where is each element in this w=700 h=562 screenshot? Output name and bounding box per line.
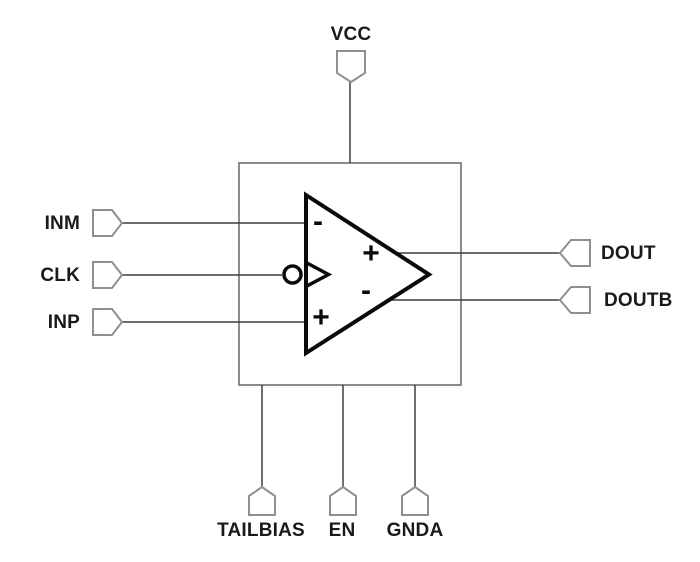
output-minus-marker: - [361,273,371,307]
opamp-triangle [304,191,433,357]
pin-label-doutb: DOUTB [604,290,673,311]
pin-label-tailbias: TAILBIAS [217,520,305,541]
pin-gnda-shape [401,485,429,516]
pin-terminals [92,50,591,516]
pin-en-shape [329,485,357,516]
pin-label-en: EN [328,520,356,541]
output-plus-marker: + [362,236,380,270]
pin-doutb-shape [558,286,591,314]
pin-dout-shape [558,239,591,267]
pin-tailbias-shape [248,485,276,516]
input-minus-marker: - [313,204,323,238]
pin-label-gnda: GNDA [386,520,444,541]
pin-label-dout: DOUT [601,243,656,264]
input-plus-marker: + [312,300,330,334]
pin-inm-shape [92,209,124,237]
inversion-bubble-icon [282,264,303,285]
clock-wedge-icon [305,260,333,289]
pin-inp-shape [92,308,124,336]
pin-label-clk: CLK [40,265,80,286]
pin-label-inm: INM [44,213,80,234]
pin-clk-shape [92,261,124,289]
pin-vcc-shape [336,50,366,84]
pin-label-vcc: VCC [330,24,372,45]
wires [122,82,560,487]
pin-label-inp: INP [47,312,80,333]
